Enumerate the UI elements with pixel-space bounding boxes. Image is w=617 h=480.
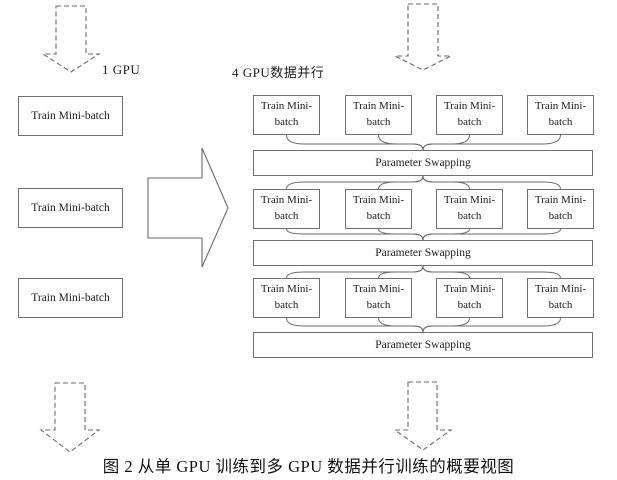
train-minibatch-box: Train Mini-batch (18, 188, 123, 228)
train-minibatch-box: Train Mini- batch (345, 278, 412, 318)
train-minibatch-box: Train Mini- batch (253, 95, 320, 135)
connector-curve (422, 317, 561, 333)
multi-gpu-label: 4 GPU数据并行 (232, 65, 325, 80)
connector-curve (422, 175, 561, 190)
train-minibatch-box: Train Mini- batch (253, 189, 320, 229)
dashed-down-arrow-bottom-left-icon (39, 382, 101, 453)
train-minibatch-box: Train Mini-batch (18, 96, 123, 136)
connector-curve (286, 317, 424, 333)
single-gpu-label: 1 GPU (102, 62, 141, 77)
connector-curves (286, 134, 561, 333)
train-minibatch-box: Train Mini- batch (436, 95, 503, 135)
train-minibatch-box: Train Mini- batch (345, 189, 412, 229)
connector-curve (422, 317, 470, 333)
connector-curve (378, 134, 424, 151)
train-minibatch-box: Train Mini- batch (253, 278, 320, 318)
figure-caption: 图 2 从单 GPU 训练到多 GPU 数据并行训练的概要视图 (102, 457, 515, 476)
connector-curve (422, 134, 470, 151)
connector-curve (378, 317, 424, 333)
train-minibatch-box: Train Mini- batch (527, 95, 594, 135)
parameter-swapping-bar: Parameter Swapping (253, 240, 593, 266)
train-minibatch-box: Train Mini- batch (436, 189, 503, 229)
parameter-swapping-bar: Parameter Swapping (253, 150, 593, 176)
connector-curve (422, 265, 561, 279)
train-minibatch-box: Train Mini- batch (436, 278, 503, 318)
train-minibatch-box: Train Mini- batch (527, 278, 594, 318)
connector-curve (286, 134, 424, 151)
connector-curve (378, 175, 424, 190)
dashed-down-arrow-top-left-icon (41, 5, 101, 73)
train-minibatch-box: Train Mini- batch (345, 95, 412, 135)
dashed-down-arrow-top-right-icon (394, 3, 452, 71)
connector-curve (422, 134, 561, 151)
dashed-down-arrow-bottom-right-icon (393, 381, 453, 451)
connector-curve (422, 228, 561, 241)
train-minibatch-box: Train Mini-batch (18, 278, 123, 318)
train-minibatch-box: Train Mini- batch (527, 189, 594, 229)
connector-curve (378, 265, 424, 279)
connector-curve (378, 228, 424, 241)
transform-right-block-arrow-icon (147, 147, 229, 268)
parameter-swapping-bar: Parameter Swapping (253, 332, 593, 358)
